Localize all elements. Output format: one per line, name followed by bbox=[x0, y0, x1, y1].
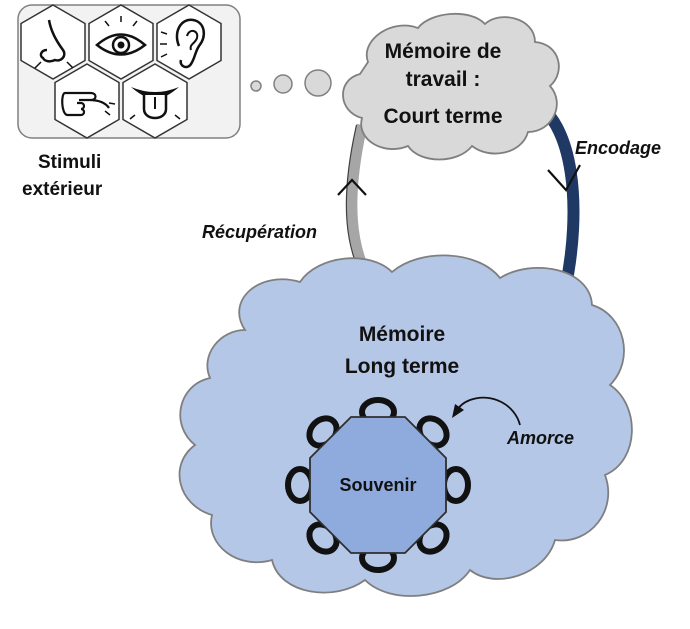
long-term-memory-title-line1: Mémoire bbox=[359, 323, 445, 346]
encodage-arrowhead bbox=[547, 164, 581, 192]
working-memory-cloud bbox=[342, 12, 560, 161]
thought-bubble-large bbox=[304, 69, 332, 97]
nose-icon bbox=[20, 4, 86, 80]
pointing-hand-icon bbox=[54, 63, 120, 139]
stimuli-label-line2: extérieur bbox=[22, 179, 103, 200]
thought-bubble-small bbox=[250, 80, 262, 92]
stimuli-panel bbox=[17, 4, 241, 139]
stimuli-label-line1: Stimuli bbox=[38, 152, 101, 173]
encodage-label: Encodage bbox=[575, 138, 661, 158]
tongue-icon bbox=[122, 63, 188, 139]
working-memory-title-line1: Mémoire de bbox=[385, 40, 502, 63]
souvenir-label: Souvenir bbox=[339, 475, 416, 495]
eye-icon bbox=[88, 4, 154, 80]
ear-icon bbox=[156, 4, 222, 80]
amorce-label: Amorce bbox=[506, 428, 574, 448]
souvenir-octagon bbox=[309, 416, 447, 554]
recuperation-arrowhead bbox=[337, 178, 367, 196]
thought-bubble-medium bbox=[273, 74, 293, 94]
working-memory-title-line2: travail : bbox=[406, 68, 481, 91]
long-term-memory-title-line2: Long terme bbox=[345, 355, 459, 378]
working-memory-title-line3: Court terme bbox=[383, 105, 502, 128]
recuperation-label: Récupération bbox=[202, 222, 317, 242]
amorce-arrowhead bbox=[452, 404, 464, 418]
